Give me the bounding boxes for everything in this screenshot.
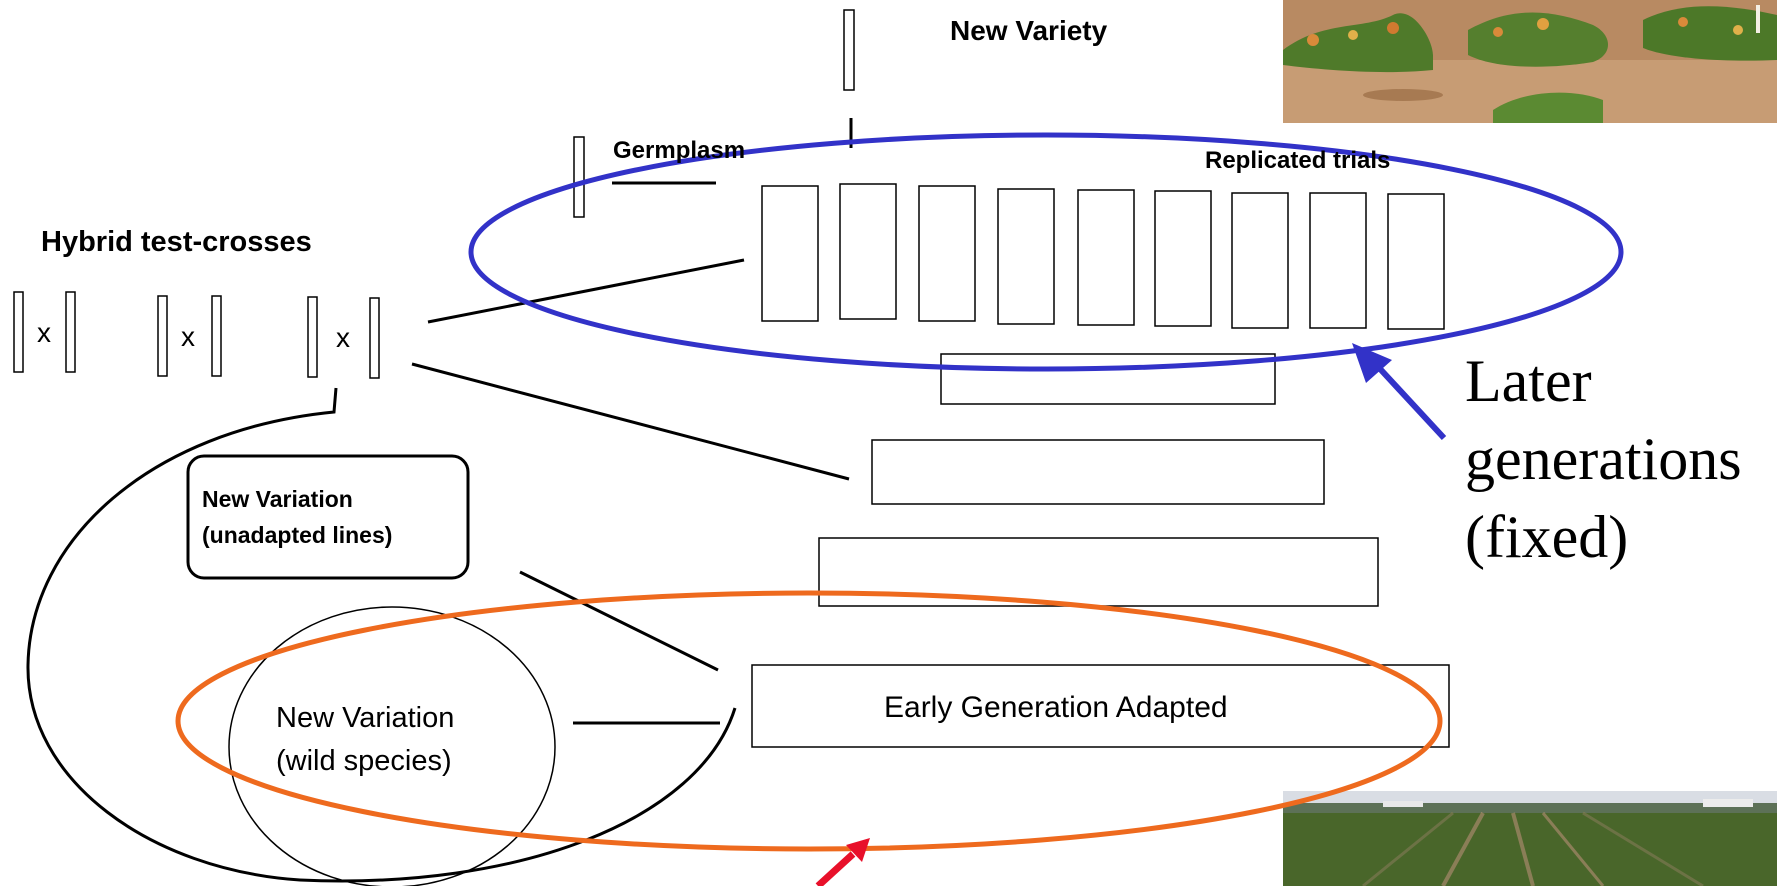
cross-symbol: x (181, 321, 195, 352)
tomato-field-rows-photo (1283, 791, 1777, 886)
early-generation-adapted-box (751, 664, 1450, 748)
early-generation-adapted-label: Early Generation Adapted (884, 691, 1228, 724)
unadapted-lines-label-line2: (unadapted lines) (202, 522, 393, 548)
generation-plot (871, 439, 1325, 505)
tomato-plants-field-photo (1283, 0, 1777, 123)
replicated-trials-label: Replicated trials (1205, 147, 1391, 174)
wild-species-label-line1: New Variation (276, 702, 455, 734)
trial-plot (839, 183, 897, 320)
hybrid-test-crosses-label: Hybrid test-crosses (41, 226, 312, 258)
connector-to-generations (411, 362, 850, 481)
blue-arrow-shaft (1367, 355, 1447, 441)
trial-plot (1387, 193, 1445, 330)
trial-plot (1077, 189, 1135, 326)
generation-plots (751, 353, 1450, 748)
trial-plot (761, 185, 819, 322)
unadapted-lines-label-line1: New Variation (202, 486, 353, 512)
trial-plot (1309, 192, 1367, 329)
new-variety-bar (843, 9, 855, 91)
later-generations-highlight (468, 132, 1624, 372)
trial-plot (1154, 190, 1212, 327)
red-arrow-shaft (815, 851, 856, 886)
later-generations-label-line3: (fixed) (1465, 504, 1629, 570)
unadapted-lines-box (186, 454, 470, 580)
trial-plot (997, 188, 1055, 325)
replicated-trial-plots (761, 183, 1445, 330)
new-variety-label: New Variety (950, 15, 1108, 46)
cross-symbol: x (336, 322, 350, 353)
recurrent-loop (26, 387, 737, 883)
connector-to-trials (427, 258, 745, 324)
generation-plot (940, 353, 1276, 405)
test-cross-pairs (13, 291, 380, 379)
red-arrow-head (846, 838, 870, 862)
trial-plot (1231, 192, 1289, 329)
later-generations-label-line1: Later (1465, 348, 1592, 414)
wild-species-label-line2: (wild species) (276, 745, 452, 777)
later-generations-label-line2: generations (1465, 426, 1742, 492)
blue-arrow-head (1352, 343, 1392, 383)
connector-from-unadapted (519, 570, 719, 672)
germplasm-bar (573, 136, 585, 218)
early-generation-highlight (175, 590, 1443, 852)
trial-plot (918, 185, 976, 322)
germplasm-label: Germplasm (613, 137, 746, 164)
wild-species-circle (228, 606, 556, 886)
cross-symbol: x (37, 317, 51, 348)
